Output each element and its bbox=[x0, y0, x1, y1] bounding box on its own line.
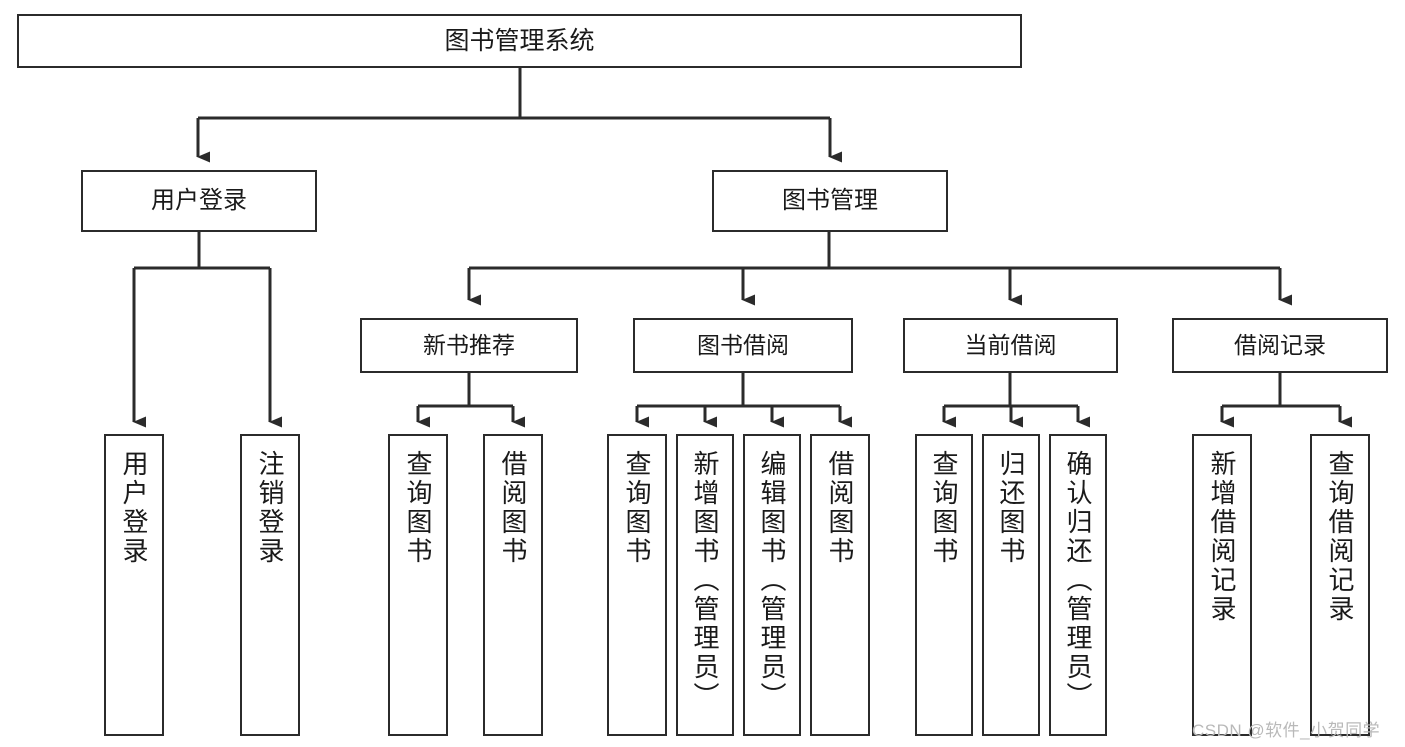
node-new-book-recommend[interactable]: 新书推荐 bbox=[360, 318, 578, 373]
node-label: 查询图书 bbox=[403, 450, 433, 566]
node-user-login[interactable]: 用户登录 bbox=[81, 170, 317, 232]
node-label: 图书管理系统 bbox=[444, 26, 595, 55]
leaf-new-book-query[interactable]: 查询图书 bbox=[388, 434, 448, 736]
node-label: 图书管理 bbox=[782, 187, 878, 215]
node-label: 图书借阅 bbox=[697, 332, 789, 359]
leaf-borrow-record-query[interactable]: 查询借阅记录 bbox=[1310, 434, 1370, 736]
leaf-book-borrow-query[interactable]: 查询图书 bbox=[607, 434, 667, 736]
node-label: 编辑图书（管理员） bbox=[757, 450, 787, 711]
node-label: 注销登录 bbox=[255, 450, 285, 566]
csdn-watermark: CSDN @软件_小贺同学 bbox=[1192, 721, 1381, 740]
node-label: 查询借阅记录 bbox=[1325, 450, 1355, 624]
leaf-borrow-record-add[interactable]: 新增借阅记录 bbox=[1192, 434, 1252, 736]
leaf-user-login-signin[interactable]: 用户登录 bbox=[104, 434, 164, 736]
node-label: 新增借阅记录 bbox=[1207, 450, 1237, 624]
leaf-new-book-borrow[interactable]: 借阅图书 bbox=[483, 434, 543, 736]
node-label: 查询图书 bbox=[929, 450, 959, 566]
node-book-management[interactable]: 图书管理 bbox=[712, 170, 948, 232]
node-label: 新书推荐 bbox=[423, 332, 515, 359]
node-borrow-record[interactable]: 借阅记录 bbox=[1172, 318, 1388, 373]
leaf-book-borrow-add[interactable]: 新增图书（管理员） bbox=[676, 434, 734, 736]
node-label: 用户登录 bbox=[119, 450, 149, 566]
leaf-current-borrow-query[interactable]: 查询图书 bbox=[915, 434, 973, 736]
leaf-current-borrow-return[interactable]: 归还图书 bbox=[982, 434, 1040, 736]
node-label: 当前借阅 bbox=[964, 332, 1057, 359]
node-label: 归还图书 bbox=[996, 450, 1026, 566]
leaf-book-borrow-edit[interactable]: 编辑图书（管理员） bbox=[743, 434, 801, 736]
leaf-book-borrow-borrow[interactable]: 借阅图书 bbox=[810, 434, 870, 736]
node-book-borrow[interactable]: 图书借阅 bbox=[633, 318, 853, 373]
node-label: 新增图书（管理员） bbox=[690, 450, 720, 711]
node-current-borrow[interactable]: 当前借阅 bbox=[903, 318, 1118, 373]
node-root-system[interactable]: 图书管理系统 bbox=[17, 14, 1022, 68]
node-label: 借阅记录 bbox=[1234, 332, 1326, 359]
node-label: 用户登录 bbox=[151, 187, 247, 215]
node-label: 查询图书 bbox=[622, 450, 652, 566]
node-label: 借阅图书 bbox=[825, 450, 855, 566]
leaf-user-login-signout[interactable]: 注销登录 bbox=[240, 434, 300, 736]
node-label: 借阅图书 bbox=[498, 450, 528, 566]
node-label: 确认归还（管理员） bbox=[1063, 450, 1093, 711]
leaf-current-borrow-confirm-return[interactable]: 确认归还（管理员） bbox=[1049, 434, 1107, 736]
